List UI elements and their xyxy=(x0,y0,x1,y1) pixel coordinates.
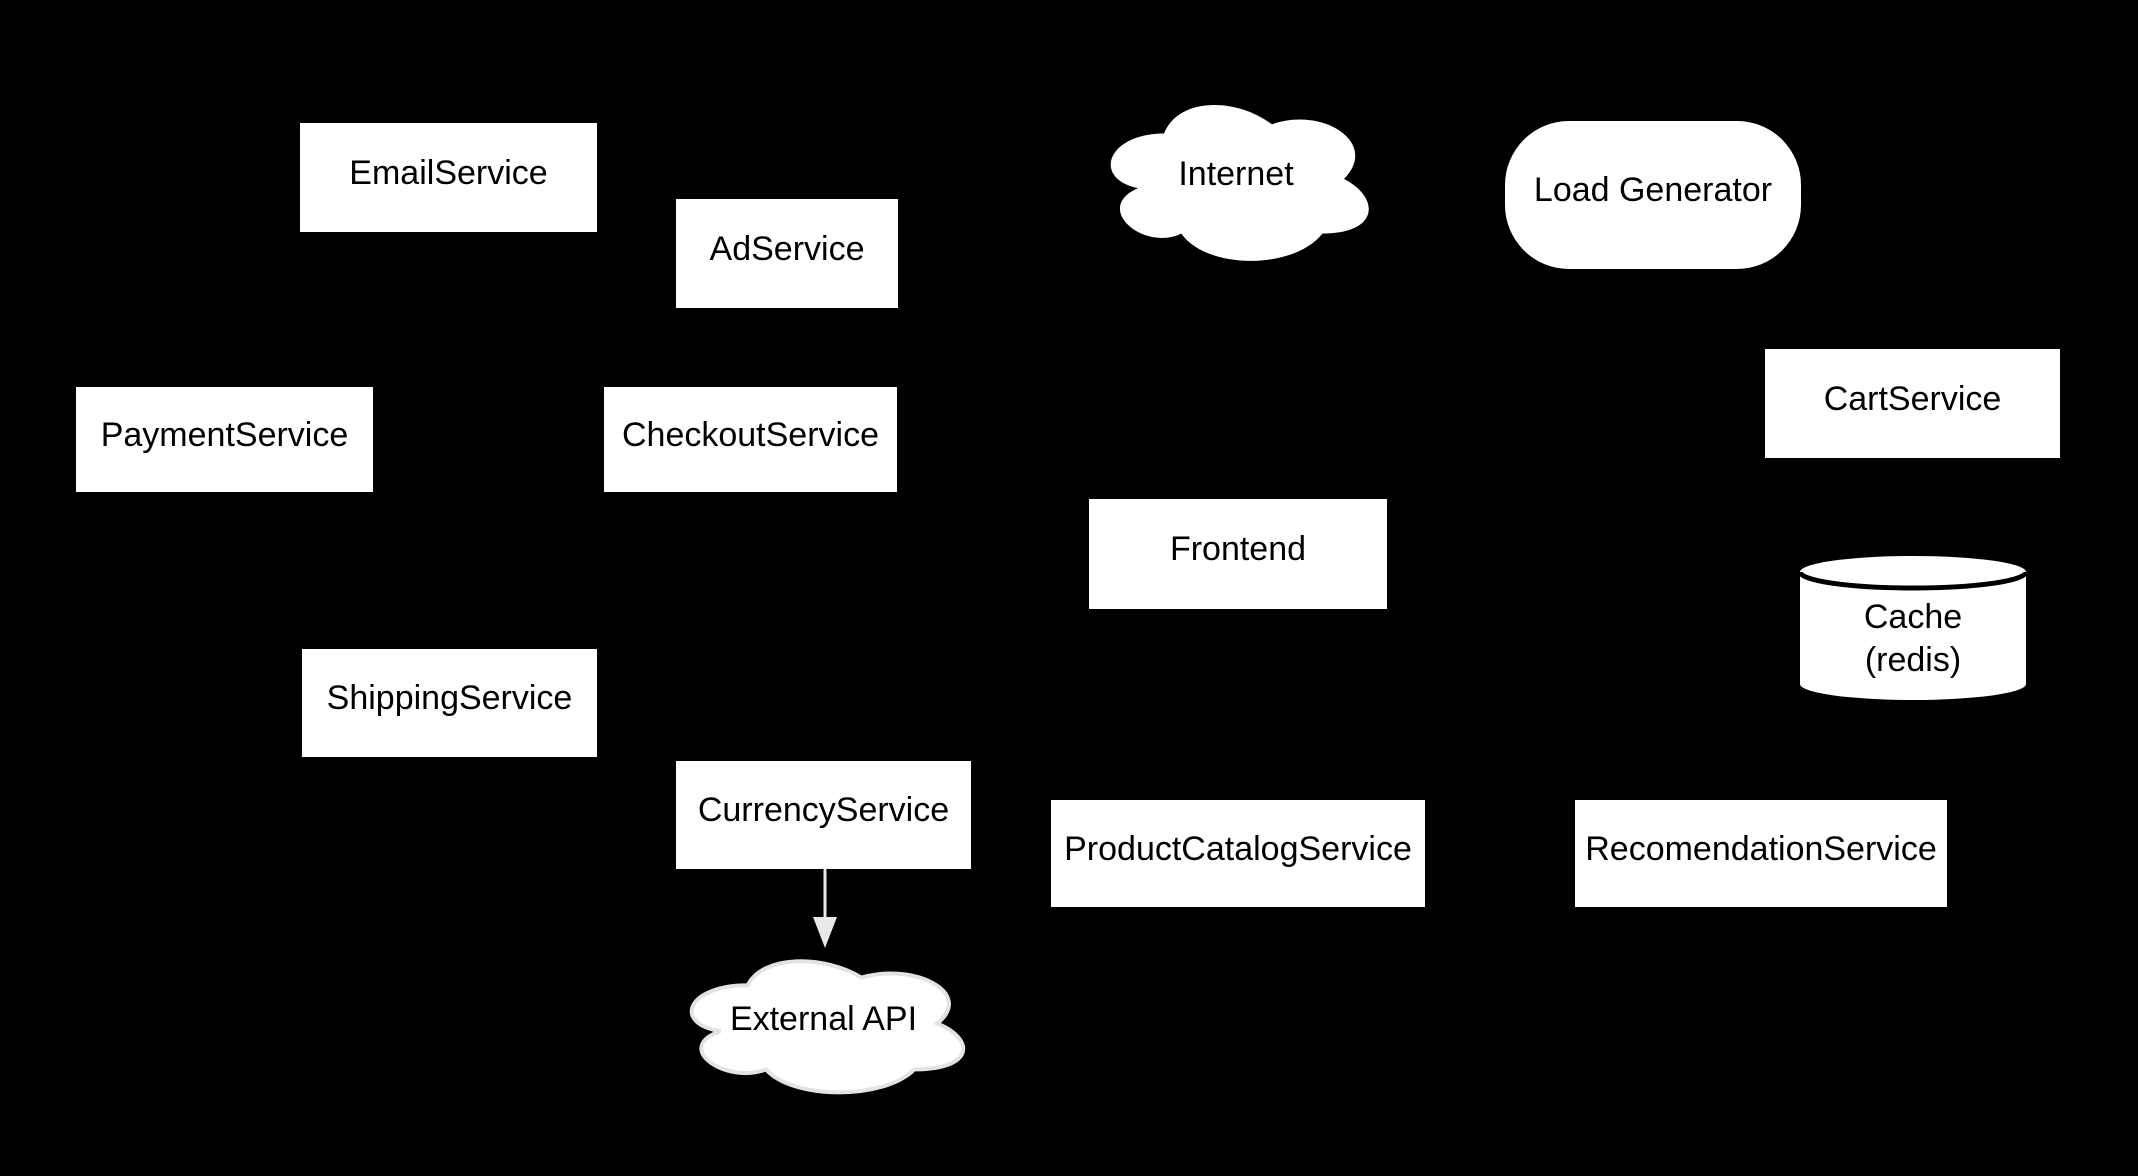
node-cache-redis-label: Cache (redis) xyxy=(1864,574,1962,682)
node-frontend-label: Frontend xyxy=(1169,530,1307,569)
node-frontend: Frontend xyxy=(1089,499,1387,609)
node-emailservice-label: EmailService xyxy=(349,153,548,192)
node-productcatalogservice: ProductCatalogService xyxy=(1051,800,1425,907)
external-api-cloud-icon xyxy=(672,947,975,1100)
internet-cloud-icon xyxy=(1110,104,1369,261)
node-adservice: AdService xyxy=(676,199,898,308)
node-adservice-label: AdService xyxy=(709,229,865,268)
node-paymentservice-label: PaymentService xyxy=(100,415,349,454)
node-shippingservice-label: ShippingService xyxy=(326,679,573,718)
node-productcatalogservice-label: ProductCatalogService xyxy=(1064,829,1412,868)
node-paymentservice: PaymentService xyxy=(76,387,373,492)
database-cylinder-icon xyxy=(1800,556,2026,700)
node-external-api: External API xyxy=(672,947,975,1100)
node-load-generator: Load Generator xyxy=(1505,121,1801,269)
node-currencyservice: CurrencyService xyxy=(676,761,971,869)
node-emailservice: EmailService xyxy=(300,123,597,232)
node-recomendationservice: RecomendationService xyxy=(1575,800,1947,907)
node-load-generator-label: Load Generator xyxy=(1533,171,1773,210)
edge-currencyservice-externalapi-arrow-icon xyxy=(813,867,837,948)
node-checkoutservice: CheckoutService xyxy=(604,387,897,492)
node-cache-redis: Cache (redis) xyxy=(1800,556,2026,700)
node-cartservice: CartService xyxy=(1765,349,2060,458)
node-currencyservice-label: CurrencyService xyxy=(697,791,950,830)
cache-label-line2: (redis) xyxy=(1864,641,1962,679)
cache-label-line1: Cache xyxy=(1863,598,1963,636)
node-shippingservice: ShippingService xyxy=(302,649,597,757)
node-checkoutservice-label: CheckoutService xyxy=(621,415,879,454)
node-internet-label: Internet xyxy=(1178,155,1294,194)
node-internet: Internet xyxy=(1092,88,1380,270)
node-cartservice-label: CartService xyxy=(1823,379,2002,418)
node-recomendationservice-label: RecomendationService xyxy=(1585,829,1937,868)
node-external-api-label: External API xyxy=(729,999,918,1038)
